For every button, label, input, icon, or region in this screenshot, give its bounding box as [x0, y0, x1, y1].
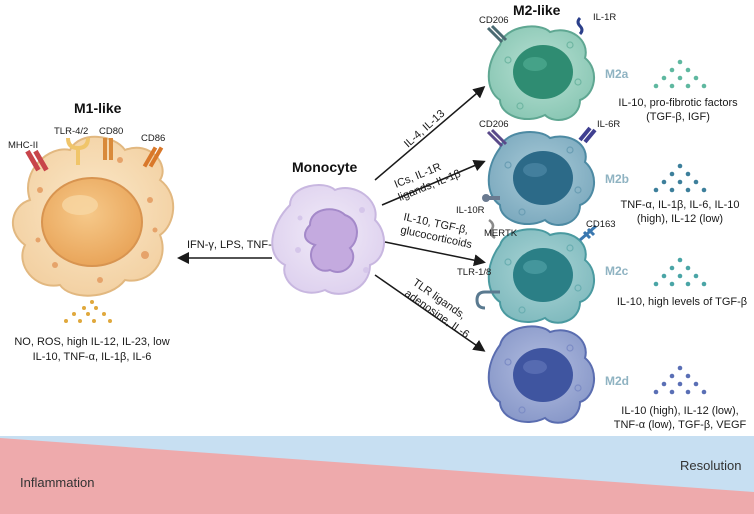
m2b-output-1: TNF-α, IL-1β, IL-6, IL-10 — [620, 199, 739, 211]
m2d-subtype-label: M2d — [605, 374, 629, 388]
resolution-label: Resolution — [680, 458, 741, 473]
m2b-nucleus — [513, 151, 573, 205]
m2d-output-2: TNF-α (low), TGF-β, VEGF — [614, 419, 747, 431]
m2b-cytokine-dots — [653, 163, 707, 193]
monocyte-nucleus — [304, 208, 358, 273]
cd80-receptor-icon — [103, 138, 113, 160]
m1-granules — [35, 157, 158, 283]
m1-macrophage: M1-like MHC-II TLR-4/2 CD80 CD86 — [8, 100, 175, 363]
arrow-to-m2d — [374, 274, 486, 352]
inflammation-label: Inflammation — [20, 475, 94, 490]
receptor-cd86: CD86 — [141, 133, 165, 144]
m2d-nucleus — [513, 348, 573, 402]
m2d-output-1: IL-10 (high), IL-12 (low), — [621, 405, 738, 417]
receptor-cd80: CD80 — [99, 126, 123, 137]
m2c-cytokine-dots — [653, 257, 707, 287]
arrow-to-m2a — [374, 86, 486, 181]
m2b-receptor-cd206: CD206 — [479, 119, 509, 130]
m1-nucleus — [41, 177, 143, 267]
receptor-mhc-ii: MHC-II — [8, 140, 38, 151]
m2c-annotation: M2c IL-10, high levels of TGF-β — [605, 257, 747, 308]
m2a-receptor-cd206: CD206 — [479, 15, 509, 26]
m2a-output-2: (TGF-β, IGF) — [646, 111, 710, 123]
m2b-receptor-il-10r: IL-10R — [456, 205, 485, 216]
m2c-receptor-tlr-1-8: TLR-1/8 — [457, 267, 491, 278]
cd86-receptor-icon — [142, 146, 164, 168]
m2c-subtype-label: M2c — [605, 264, 629, 278]
tlr-4-2-receptor-icon — [66, 137, 90, 165]
mertk-receptor-icon — [488, 218, 496, 240]
m2b-subtype-label: M2b — [605, 172, 629, 186]
m2a-receptor-il-1r: IL-1R — [593, 12, 616, 23]
monocyte-cell: Monocyte — [271, 159, 385, 295]
m2c-macrophage: MERTK CD163 TLR-1/8 — [457, 218, 616, 324]
m2b-annotation: M2b TNF-α, IL-1β, IL-6, IL-10 (high), IL… — [605, 163, 740, 225]
m1-stimuli-label: IFN-γ, LPS, TNF-α — [187, 239, 279, 251]
m1-output-line-2: IL-10, TNF-α, IL-1β, IL-6 — [33, 351, 152, 363]
m2a-nucleus — [513, 45, 573, 99]
m2-title: M2-like — [513, 2, 561, 18]
mhc-ii-receptor-icon — [25, 149, 49, 172]
m2c-output-1: IL-10, high levels of TGF-β — [617, 296, 747, 308]
m1-output-line-1: NO, ROS, high IL-12, IL-23, low — [14, 336, 169, 348]
m2a-subtype-label: M2a — [605, 67, 629, 81]
m2c-nucleus — [513, 248, 573, 302]
m2c-receptor-cd163: CD163 — [586, 219, 616, 230]
m2b-macrophage: CD206 IL-6R IL-10R — [456, 119, 620, 226]
m2a-stimuli: IL-4, IL-13 — [402, 108, 447, 150]
m2c-receptor-mertk: MERTK — [484, 228, 518, 239]
arrow-to-m2c — [384, 241, 486, 267]
m2d-annotation: M2d IL-10 (high), IL-12 (low), TNF-α (lo… — [605, 365, 747, 431]
arrow-to-m2b — [381, 160, 486, 206]
m2b-cd206-receptor-icon — [486, 128, 508, 148]
il-1r-receptor-icon — [576, 16, 584, 36]
tlr-1-8-receptor-icon — [475, 290, 500, 310]
m1-cytokine-dots — [64, 300, 112, 323]
m2a-output-1: IL-10, pro-fibrotic factors — [618, 97, 738, 109]
m1-title: M1-like — [74, 100, 122, 116]
gradient-band: Inflammation Resolution — [0, 436, 754, 514]
m2b-output-2: (high), IL-12 (low) — [637, 213, 723, 225]
m2d-cytokine-dots — [653, 365, 707, 395]
m2d-macrophage — [487, 325, 595, 424]
inflammation-band — [0, 438, 754, 514]
receptor-tlr-4-2: TLR-4/2 — [54, 126, 88, 137]
m2b-receptor-il-6r: IL-6R — [597, 119, 620, 130]
il-6r-receptor-icon — [578, 126, 597, 144]
cd163-receptor-icon — [579, 224, 597, 242]
m2a-macrophage: CD206 IL-1R — [479, 12, 616, 121]
il-10r-receptor-icon — [482, 194, 500, 202]
m2a-cytokine-dots — [653, 59, 707, 89]
m2a-annotation: M2a IL-10, pro-fibrotic factors (TGF-β, … — [605, 59, 738, 123]
cd206-receptor-icon — [486, 24, 508, 44]
monocyte-title: Monocyte — [292, 159, 358, 175]
